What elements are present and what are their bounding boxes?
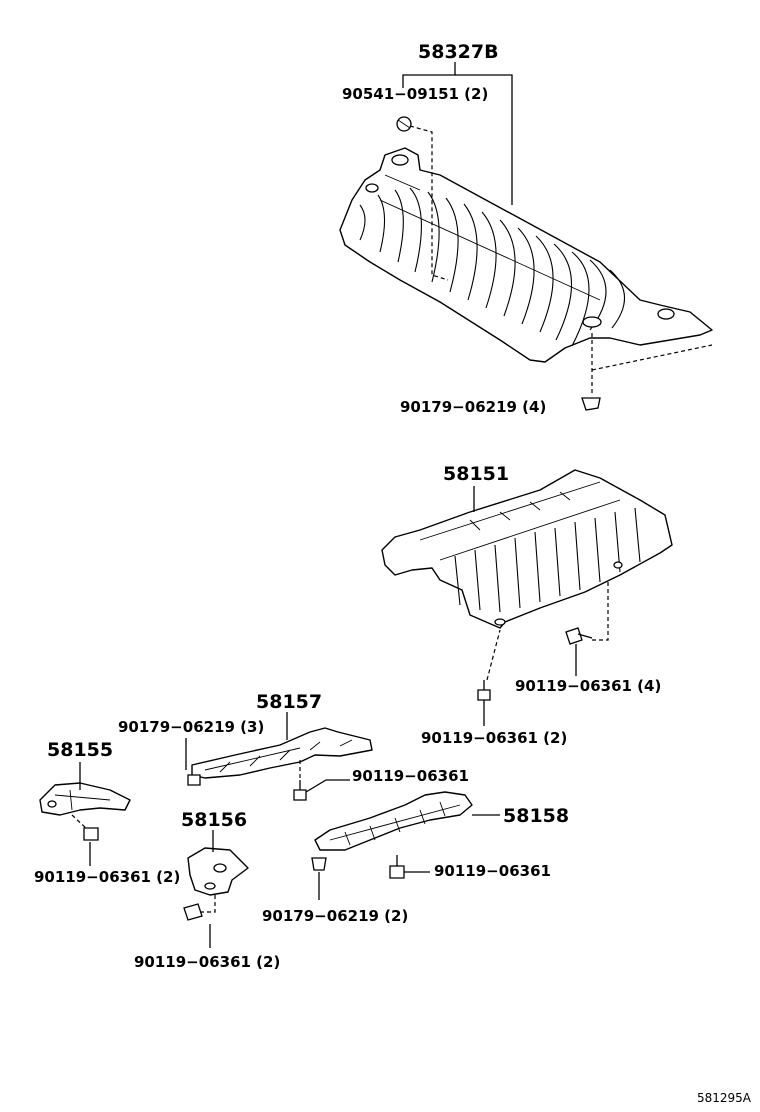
- label-58151: 58151: [443, 463, 509, 485]
- bolt-90119-single-b: [389, 855, 405, 879]
- heat-insulator-58151: [381, 469, 673, 629]
- heat-insulator-58158: [314, 791, 473, 851]
- label-58157: 58157: [256, 691, 322, 713]
- heat-insulator-58327b: [339, 147, 713, 363]
- mount-boss-d: [657, 308, 675, 320]
- nut-90179-4: [581, 397, 601, 411]
- heat-insulator-58157: [191, 727, 373, 779]
- label-90119-06361-single-a: 90119−06361: [352, 767, 469, 785]
- nut-90179-3: [187, 774, 201, 786]
- label-90119-06361-2-bottom: 90119−06361 (2): [134, 953, 280, 971]
- bolt-90119-4: [565, 627, 593, 645]
- mount-boss-b: [365, 183, 379, 193]
- mount-boss-c: [582, 316, 602, 328]
- label-90179-06219-3: 90179−06219 (3): [118, 718, 264, 736]
- diagram-reference-number: 581295A: [697, 1091, 752, 1105]
- label-58156: 58156: [181, 809, 247, 831]
- bolt-90119-2-bottom: [183, 903, 203, 921]
- label-58155: 58155: [47, 739, 113, 761]
- label-90179-06219-4: 90179−06219 (4): [400, 398, 546, 416]
- bolt-90119-2-left: [83, 827, 99, 841]
- label-90119-06361-single-b: 90119−06361: [434, 862, 551, 880]
- clip-90541: [396, 116, 412, 132]
- label-90541-09151-2: 90541−09151 (2): [342, 85, 488, 103]
- label-90119-06361-4: 90119−06361 (4): [515, 677, 661, 695]
- label-90119-06361-2-left: 90119−06361 (2): [34, 868, 180, 886]
- nut-90179-2: [311, 857, 327, 871]
- label-58158: 58158: [503, 805, 569, 827]
- bolt-90119-single-a: [293, 780, 307, 801]
- label-90119-06361-2-mid: 90119−06361 (2): [421, 729, 567, 747]
- label-90179-06219-2: 90179−06219 (2): [262, 907, 408, 925]
- bolt-90119-2-mid: [477, 680, 491, 701]
- bracket-58155: [39, 782, 131, 816]
- bracket-58156: [187, 847, 249, 896]
- mount-boss-a: [391, 154, 409, 166]
- label-58327b: 58327B: [418, 41, 499, 63]
